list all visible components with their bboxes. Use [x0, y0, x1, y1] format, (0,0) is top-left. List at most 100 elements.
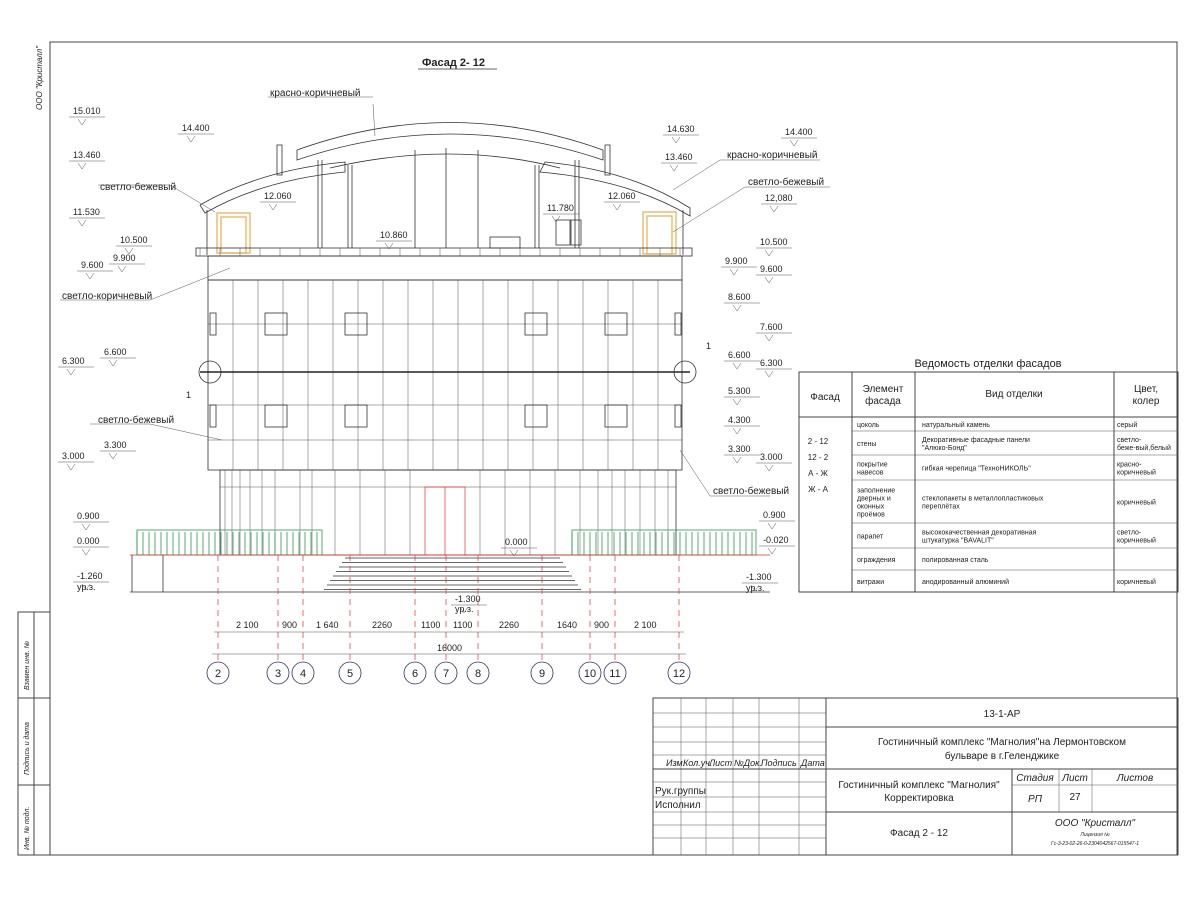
- elevation-mark: ур.з.: [455, 604, 474, 614]
- table-cell-element: витражи: [857, 579, 884, 586]
- axis-label: 11: [609, 668, 620, 680]
- right-roof: [539, 161, 691, 217]
- table-cell-line: "Алюко-Бонд": [922, 445, 967, 452]
- table-cell-line: коричневый: [1117, 469, 1156, 477]
- total-dimension: 16000: [437, 643, 462, 653]
- col-ndok: №Док.: [734, 758, 762, 768]
- facade-elevation: [130, 122, 770, 660]
- table-cell-line: оконных: [857, 504, 885, 511]
- col-data: Дата: [800, 758, 825, 768]
- project-code: 13-1-АР: [984, 709, 1021, 720]
- table-cell-line: штукатурка "BAVALIT": [922, 538, 994, 545]
- elevation-mark: 12,080: [765, 193, 793, 203]
- axis-bubble: [266, 661, 290, 685]
- elevation-marks-center: 10.860 11.780 0.000 -1.300 ур.з.: [380, 203, 574, 614]
- license-number: Гс-3-23-02-26-0-2304042567-015547-1: [1051, 841, 1139, 847]
- table-cell-finish: анодированный алюминий: [922, 578, 1009, 586]
- elevation-arrow: [732, 362, 742, 370]
- axis-label: 9: [539, 668, 545, 680]
- table-cell-element: стены: [857, 441, 876, 448]
- elevation-arrow: [764, 334, 774, 342]
- facade-code: 12 - 2: [808, 453, 829, 462]
- sheet-label: Лист: [1061, 773, 1088, 784]
- window: [264, 404, 288, 428]
- parapet-band: [207, 255, 683, 281]
- elevation-arrow: [764, 464, 774, 472]
- window: [604, 404, 628, 428]
- elevation-mark: 9.600: [760, 264, 783, 274]
- roof-window: [555, 219, 571, 246]
- elevation-mark: -0.020: [763, 535, 789, 545]
- window: [604, 312, 628, 336]
- elevation-mark: ур.з.: [77, 582, 96, 592]
- window: [209, 312, 217, 336]
- role-head: Рук.группы: [655, 786, 706, 797]
- elevation-arrow: [81, 583, 91, 591]
- elevation-mark: 14.400: [785, 127, 813, 137]
- elevation-arrow: [764, 276, 774, 284]
- axis-label: 6: [412, 668, 418, 680]
- elevation-arrow: [66, 368, 76, 376]
- table-cell-line: гибкая черепица "ТехноНИКОЛЬ": [922, 465, 1031, 473]
- elevation-arrow: [268, 203, 278, 211]
- window: [209, 404, 217, 428]
- table-cell-line: натуральный камень: [922, 421, 990, 429]
- table-cell-color: коричневый: [1117, 578, 1156, 586]
- elevation-mark: 3.000: [760, 452, 783, 462]
- elevation-arrow: [117, 265, 127, 273]
- col-izm: Изм.: [666, 758, 685, 768]
- chimney-left: [276, 144, 283, 176]
- col-list: Лист: [708, 758, 733, 768]
- elevation-mark: -1.300: [746, 572, 772, 582]
- license-label: Лицензия №: [1079, 832, 1110, 838]
- axis-label: 7: [443, 668, 449, 680]
- node-marker-left: [198, 360, 222, 384]
- entrance-stairs: [324, 557, 581, 590]
- object-line1: Гостиничный комплекс "Магнолия": [838, 780, 1000, 791]
- elevation-arrow: [108, 452, 118, 460]
- facade-code: Ж - А: [808, 485, 828, 494]
- dimension-label: 1100: [453, 620, 472, 630]
- elevation-arrow: [671, 136, 681, 144]
- table-cell-line: коричневый: [1117, 537, 1156, 545]
- elevation-mark: 14.400: [182, 123, 210, 133]
- elevation-arrow: [81, 548, 91, 556]
- railing: [571, 529, 757, 556]
- elevation-mark: -1.300: [455, 594, 481, 604]
- leader-lines: [60, 96, 830, 497]
- elevation-mark: 9.900: [113, 253, 136, 263]
- table-cell-line: коричневый: [1117, 499, 1156, 507]
- elevation-mark: 11.530: [73, 207, 100, 217]
- axis-bubble: [530, 661, 554, 685]
- dimension-label: 900: [282, 620, 297, 630]
- drawing-title: Фасад 2- 12: [422, 57, 485, 69]
- sheets-label: Листов: [1116, 773, 1153, 784]
- elevation-mark: 0.900: [77, 511, 100, 521]
- table-cell-color: светло-беже-вый,белый: [1117, 437, 1171, 452]
- axis-label: 2: [215, 668, 221, 680]
- window: [524, 404, 548, 428]
- axis-label: 4: [300, 668, 306, 680]
- elevation-arrow: [767, 522, 777, 530]
- col-podpis: Подпись: [761, 758, 797, 768]
- sheet-value: 27: [1069, 792, 1081, 803]
- dimension-label: 2260: [372, 620, 392, 630]
- elevation-arrow: [769, 205, 779, 213]
- table-cell-finish: гибкая черепица "ТехноНИКОЛЬ": [922, 465, 1031, 473]
- elevation-arrow: [732, 427, 742, 435]
- dimension-label: 2260: [499, 620, 519, 630]
- elevation-mark: 7.600: [760, 322, 783, 332]
- node-label-right: 1: [706, 341, 711, 351]
- table-cell-line: светло-: [1117, 530, 1142, 537]
- table-cell-color: светло-коричневый: [1117, 530, 1156, 545]
- elevation-arrow: [767, 547, 777, 555]
- table-cell-finish: натуральный камень: [922, 421, 990, 429]
- elevation-mark: 5.300: [728, 386, 751, 396]
- table-cell-finish: полированная сталь: [922, 557, 989, 564]
- axis-label: 8: [475, 668, 481, 680]
- color-label-parapet: светло-коричневый: [62, 291, 152, 302]
- dimension-label: 900: [594, 620, 609, 630]
- color-label-left-wall: светло-бежевый: [98, 414, 174, 426]
- elevation-marks-left: 15.010 14.400 13.460 12.060 11.530 10.50…: [62, 106, 292, 592]
